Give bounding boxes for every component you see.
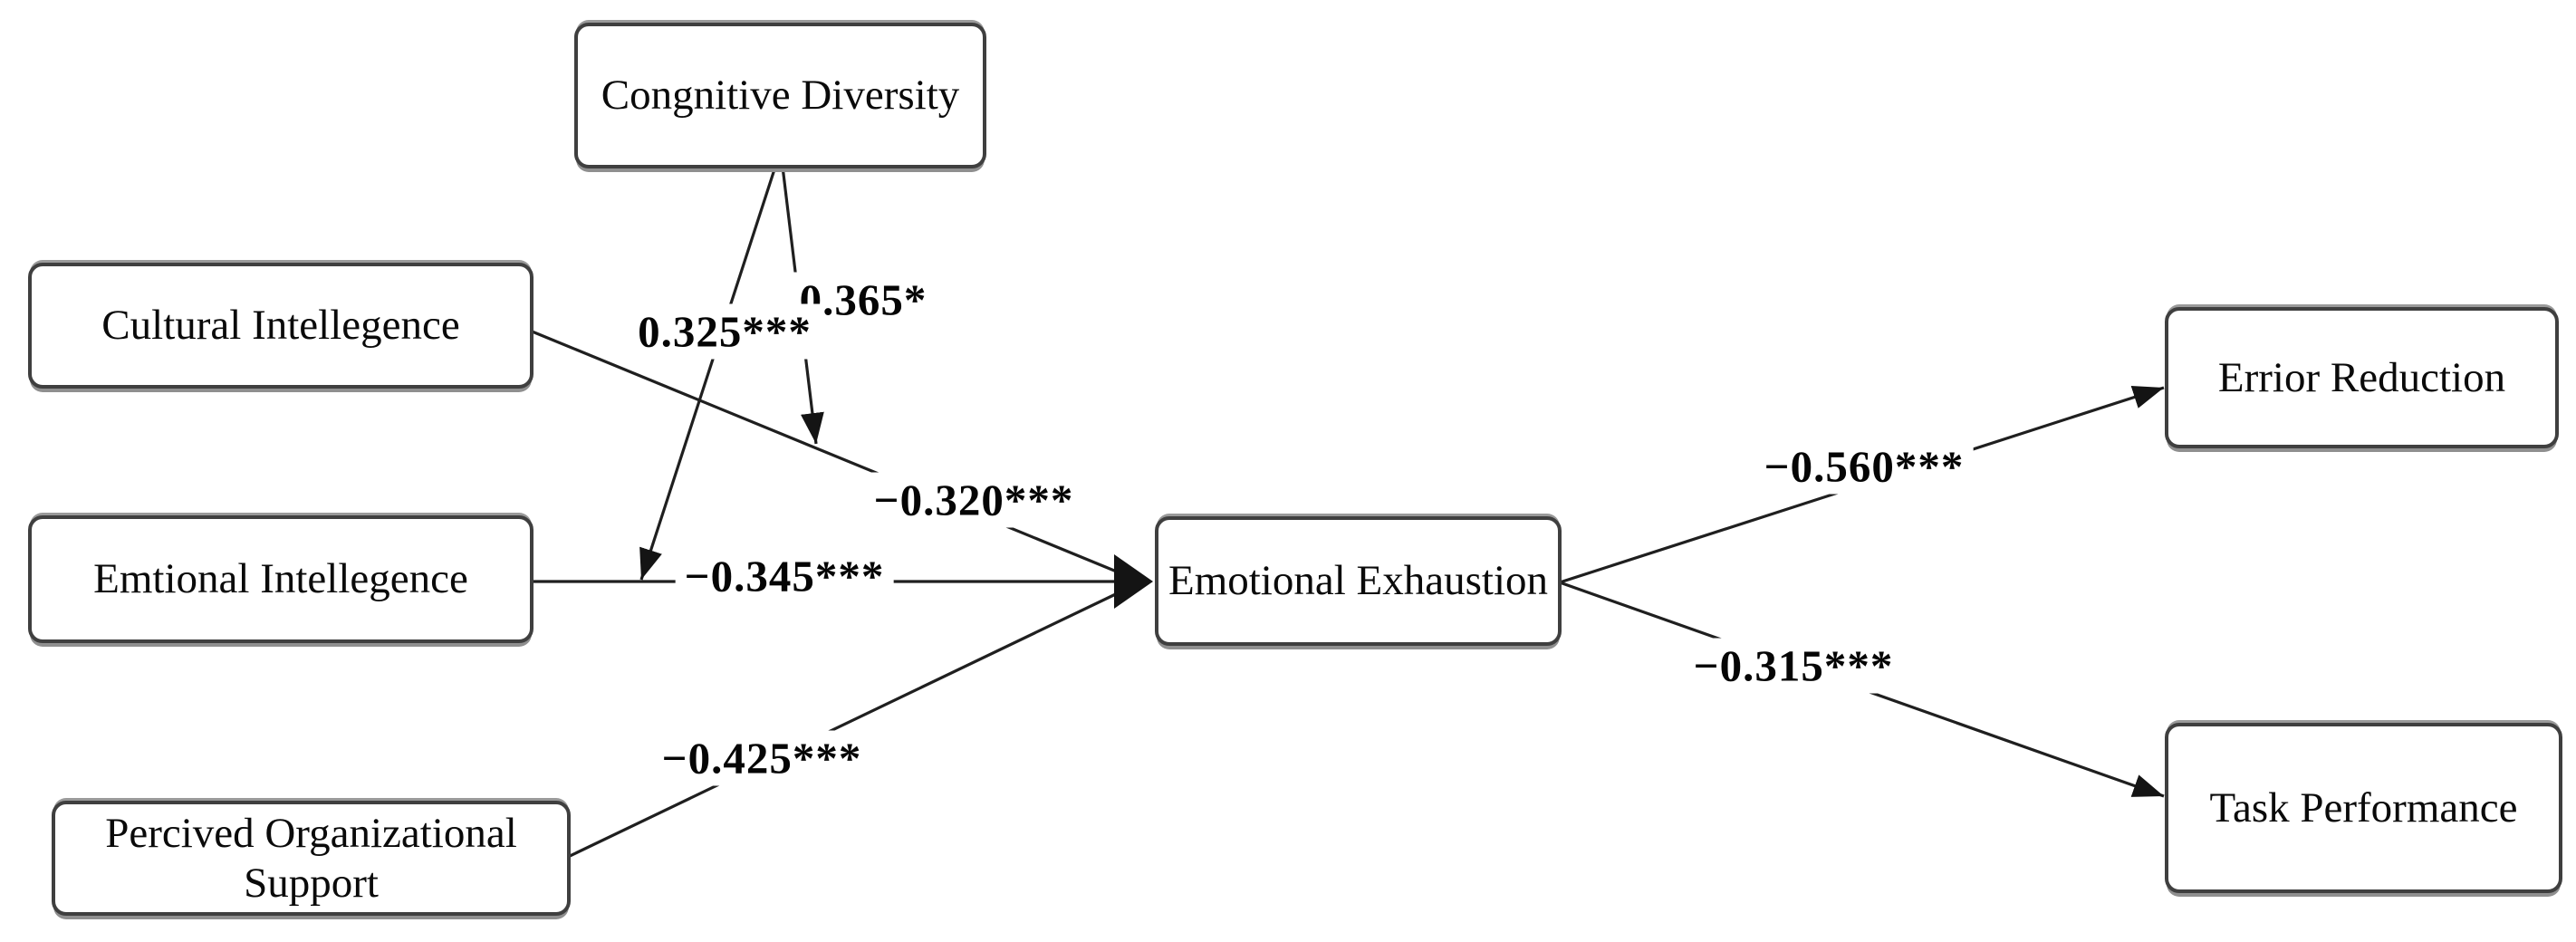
edge-label-cd-moderates-ei-path: 0.325*** [629,303,821,360]
path-perceived-organizational-support-to-emotional-exhaustion [565,589,1124,860]
node-emotional-intelligence: Emtional Intellegence [28,515,533,643]
node-emotional-exhaustion: Emotional Exhaustion [1155,516,1562,646]
node-cultural-intelligence: Cultural Intellegence [28,263,533,389]
node-label-perceived-organizational-support: Percived Organizational Support [105,810,517,907]
node-task-performance: Task Performance [2165,723,2562,893]
path-cognitive-diversity-to-ei-ee-path [639,166,777,581]
edge-label-ee-to-error-reduction: −0.560*** [1754,438,1974,495]
node-label-emotional-exhaustion: Emotional Exhaustion [1168,557,1549,605]
node-perceived-organizational-support: Percived Organizational Support [52,801,571,916]
node-label-task-performance: Task Performance [2209,783,2518,831]
node-label-cultural-intelligence: Cultural Intellegence [101,302,460,350]
edge-label-ei-to-ee: −0.345*** [675,548,894,604]
path-cultural-intelligence-to-emotional-exhaustion [529,329,1124,576]
arrowhead-into-emotional-exhaustion-icon [1114,554,1153,609]
edge-label-cd-moderates-ci-path: 0.365* [790,272,937,328]
node-label-emotional-intelligence: Emtional Intellegence [93,555,468,603]
node-error-reduction: Errior Reduction [2165,307,2559,448]
edge-label-ee-to-task-performance: −0.315*** [1684,638,1903,694]
edge-label-pos-to-ee: −0.425*** [652,730,871,786]
edge-label-ci-to-ee: −0.320*** [864,472,1083,528]
node-label-error-reduction: Errior Reduction [2217,353,2506,401]
node-cognitive-diversity: Congnitive Diversity [574,23,986,168]
node-label-cognitive-diversity: Congnitive Diversity [601,72,960,120]
